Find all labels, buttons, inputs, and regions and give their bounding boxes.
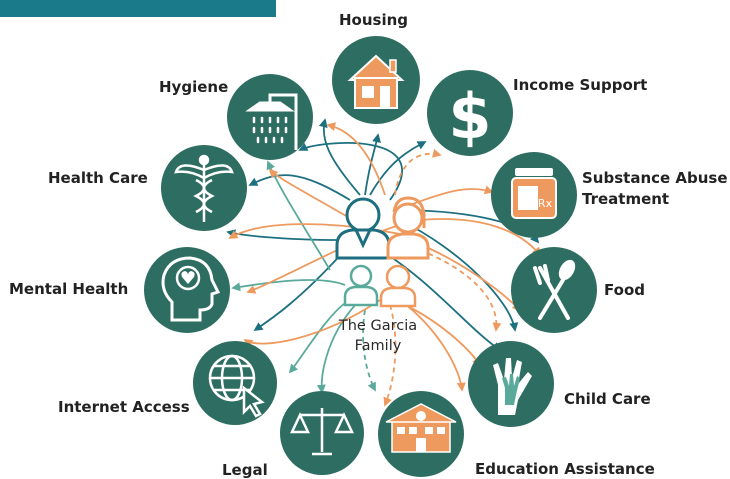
shower-icon — [245, 93, 298, 150]
label-substance-abuse: Substance Abuse — [582, 169, 728, 187]
service-circles: $ Rx — [144, 36, 597, 477]
family-name-line1: The Garcia — [338, 318, 418, 334]
fork-spoon-icon — [533, 259, 576, 320]
house-icon — [347, 54, 405, 109]
child-care-circle — [468, 341, 554, 427]
family-name-label: The Garcia Family — [318, 316, 438, 356]
label-income-support: Income Support — [513, 76, 648, 94]
housing-circle — [332, 36, 420, 124]
medicine-jar-icon: Rx — [511, 168, 557, 219]
income-support-circle: $ — [427, 70, 513, 156]
caduceus-icon — [174, 154, 234, 222]
scales-icon — [290, 408, 354, 456]
internet-access-circle — [193, 341, 277, 425]
label-housing: Housing — [339, 11, 409, 29]
connection-arrows — [226, 118, 542, 407]
hygiene-circle — [227, 74, 313, 160]
label-legal: Legal — [222, 461, 268, 479]
label-health-care: Health Care — [48, 169, 148, 187]
label-child-care: Child Care — [564, 390, 651, 408]
mental-health-circle — [144, 247, 230, 333]
family-name-line2: Family — [354, 338, 402, 354]
family-figures-icon — [335, 196, 430, 308]
label-education-assistance: Education Assistance — [475, 460, 655, 478]
dollar-icon: $ — [448, 80, 491, 153]
education-circle — [378, 391, 464, 477]
school-icon — [385, 403, 457, 453]
svg-text:Rx: Rx — [538, 197, 553, 210]
food-circle — [511, 247, 597, 333]
substance-abuse-circle: Rx — [491, 152, 577, 238]
label-treatment: Treatment — [582, 190, 670, 208]
hands-icon — [493, 358, 532, 415]
globe-cursor-icon — [208, 354, 265, 418]
label-internet-access: Internet Access — [58, 398, 190, 416]
label-mental-health: Mental Health — [9, 280, 129, 298]
top-banner-bar — [0, 0, 276, 17]
head-heart-icon — [161, 256, 221, 322]
legal-circle — [280, 391, 364, 475]
label-hygiene: Hygiene — [159, 78, 229, 96]
label-food: Food — [604, 281, 645, 299]
health-care-circle — [161, 145, 247, 231]
